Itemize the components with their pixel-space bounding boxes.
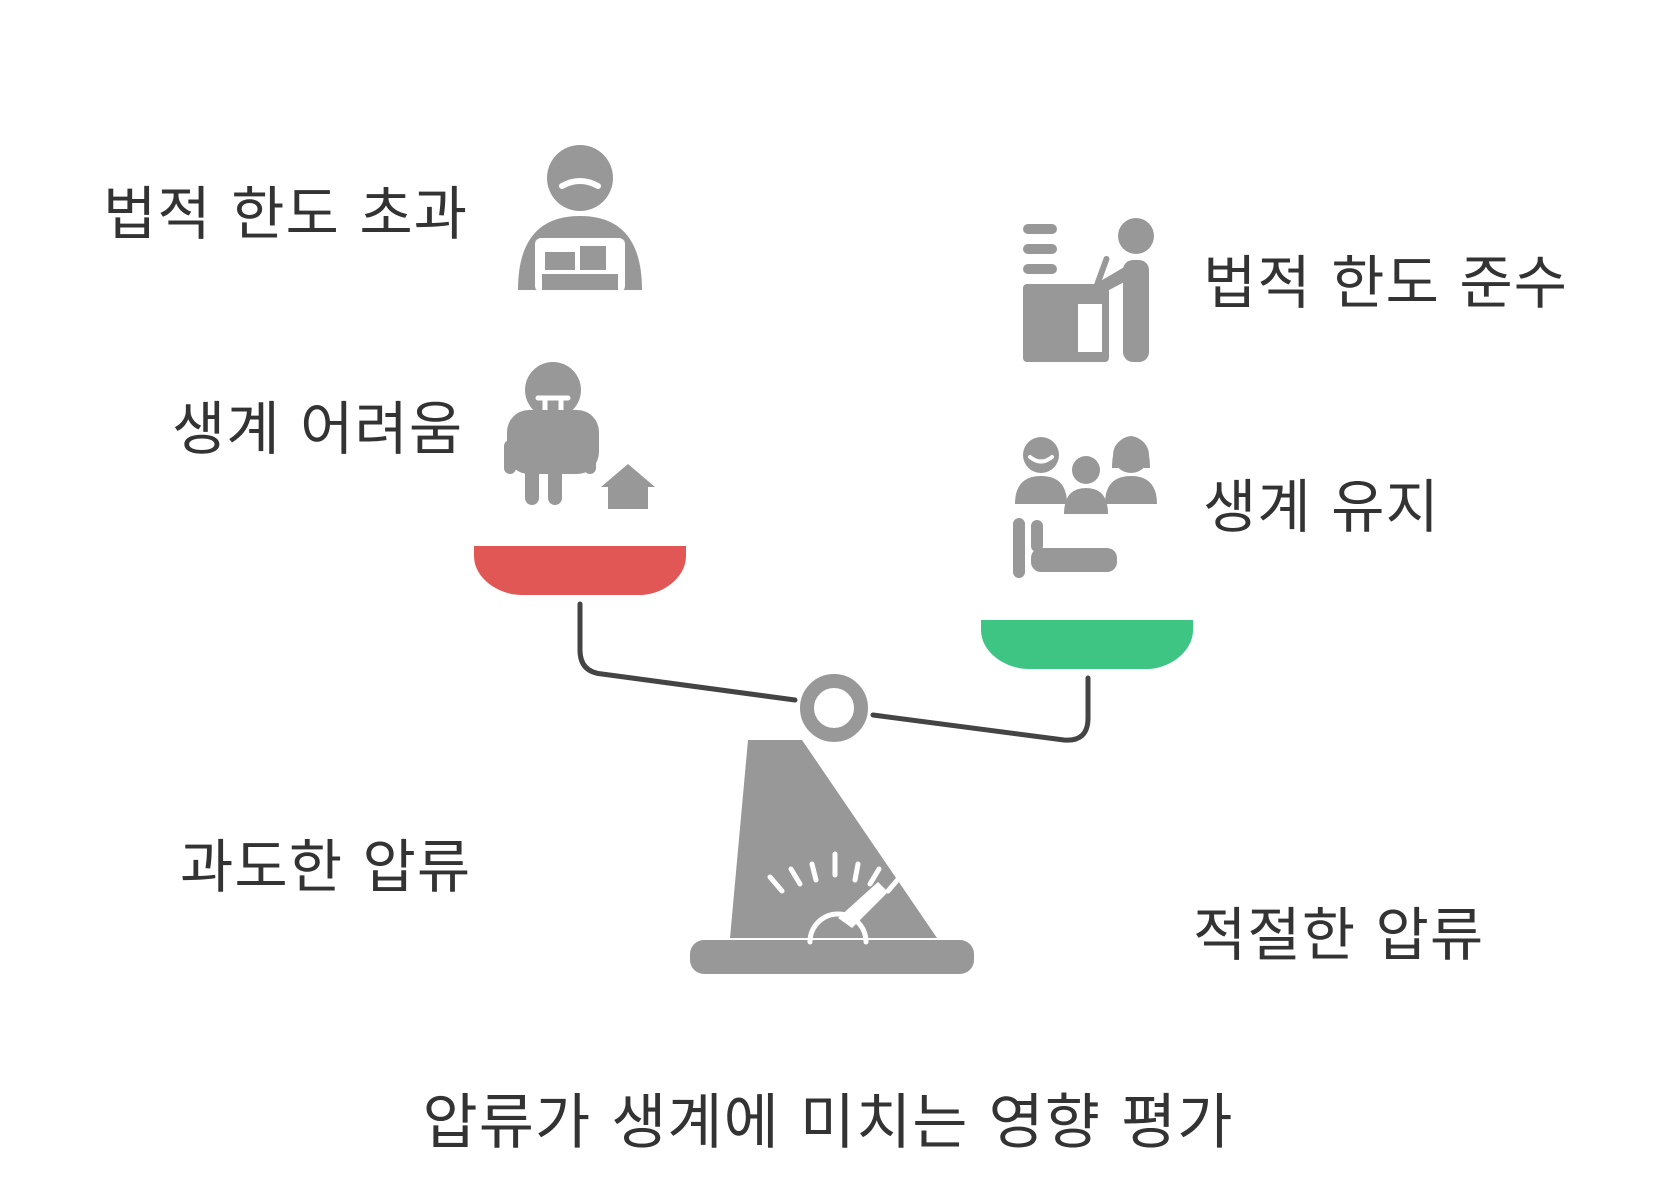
label-comply-limit: 법적 한도 준수	[1203, 249, 1569, 317]
label-excessive-seizure: 과도한 압류	[180, 833, 472, 901]
pressure-gauge-icon	[767, 851, 903, 945]
diagram-title: 압류가 생계에 미치는 영향 평가	[422, 1088, 1234, 1158]
label-maintain-living: 생계 유지	[1203, 473, 1440, 541]
family-at-table-icon	[1013, 436, 1157, 578]
left-pan	[474, 546, 686, 595]
label-hardship: 생계 어려움	[172, 395, 464, 463]
scale-beam	[577, 601, 1091, 743]
pedestal	[730, 740, 937, 938]
person-with-house-icon	[504, 362, 655, 509]
right-pan	[981, 620, 1193, 669]
scale-base	[690, 740, 974, 974]
label-appropriate-seizure: 적절한 압류	[1193, 901, 1485, 969]
left-hanger	[577, 601, 798, 703]
right-hanger	[870, 675, 1091, 743]
label-exceed-limit: 법적 한도 초과	[103, 180, 469, 248]
pivot	[800, 674, 868, 742]
base-plate	[690, 940, 974, 974]
person-at-desk-icon	[518, 145, 642, 292]
person-writing-at-desk-icon	[1023, 218, 1154, 362]
